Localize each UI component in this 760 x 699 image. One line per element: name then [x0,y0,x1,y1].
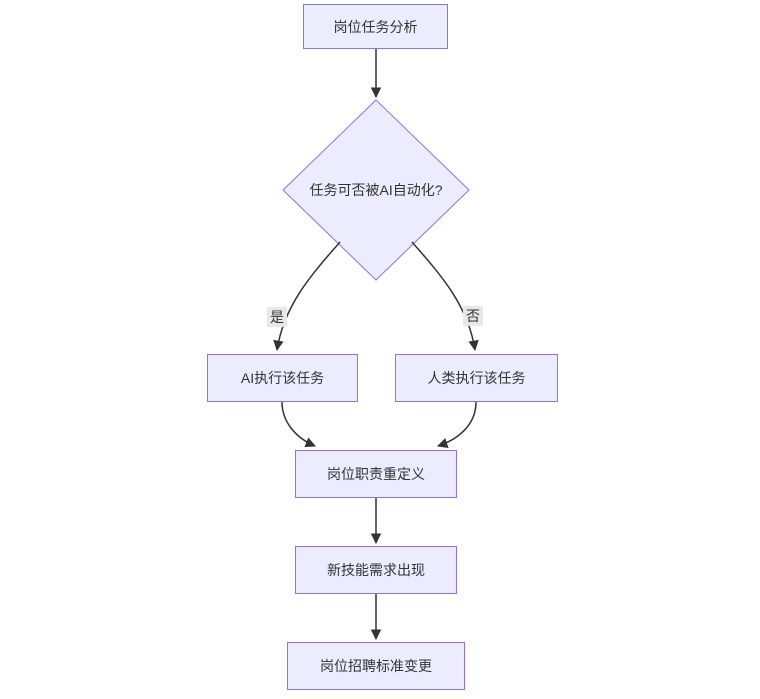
decision-diamond-shape [282,99,470,281]
edge-decision-yes [273,241,341,352]
node-redefine-duties: 岗位职责重定义 [295,450,457,498]
node-task-analysis: 岗位任务分析 [303,4,448,49]
node-new-skills: 新技能需求出现 [295,546,457,594]
edge-label-no: 否 [463,305,483,327]
node-human-executes: 人类执行该任务 [395,354,558,402]
node-hiring-change: 岗位招聘标准变更 [287,642,465,690]
edge-human-to-redefine [437,401,477,448]
node-ai-executes: AI执行该任务 [207,354,358,402]
edge-decision-no [411,241,479,352]
edge-ai-to-redefine [281,401,316,448]
edge-label-yes: 是 [267,306,287,328]
node-decision-label: 任务可否被AI自动化? [309,182,443,198]
